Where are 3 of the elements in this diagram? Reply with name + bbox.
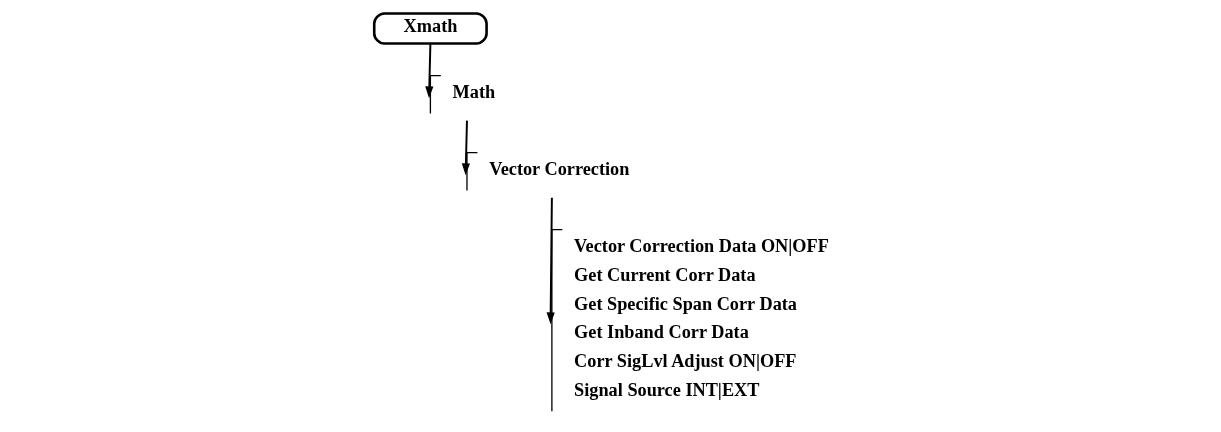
node-text: Vector Correction [488, 159, 629, 180]
node-text: Vector Correction Data ON|OFF Get Current Corr Data Get Specific Span Corr Data Get Inband Corr Data Corr SigLvl Adjust ON|OFF Signal Source INT|EXT [573, 236, 829, 400]
node-text: Math [452, 82, 495, 103]
